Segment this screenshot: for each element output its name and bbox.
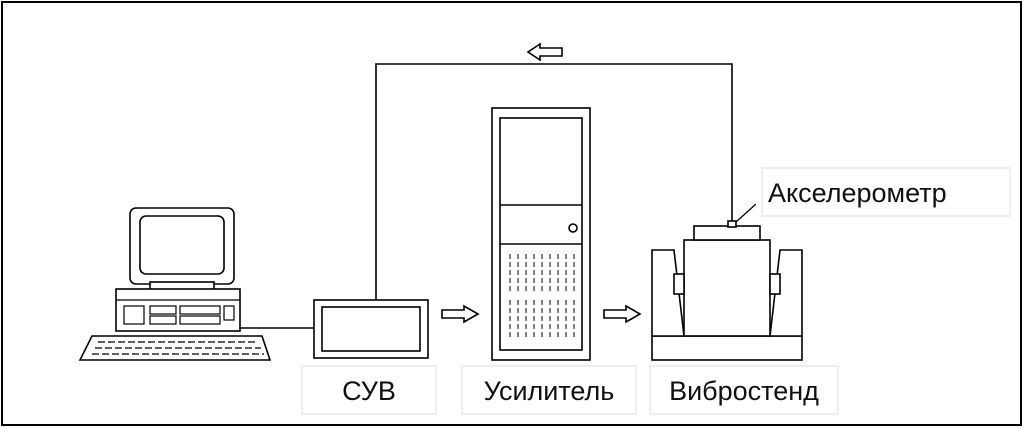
feedback-line xyxy=(375,63,733,300)
controller-label-text: СУВ xyxy=(342,376,396,406)
shaker-label: Вибростенд xyxy=(649,365,839,415)
accelerometer-leader-line xyxy=(735,203,757,223)
amplifier-label: Усилитель xyxy=(461,365,637,415)
accelerometer-icon xyxy=(727,220,737,228)
amplifier-vents xyxy=(509,254,575,340)
shaker-label-text: Вибростенд xyxy=(669,376,819,406)
arrow-right-icon xyxy=(603,304,642,324)
accelerometer-label: Акселерометр xyxy=(761,167,1011,217)
arrow-right-icon xyxy=(441,304,480,324)
controller-icon xyxy=(313,299,429,359)
computer-icon xyxy=(115,207,241,332)
keyboard-icon xyxy=(78,335,272,361)
amplifier-rack-icon xyxy=(491,107,591,361)
shaker-icon xyxy=(651,225,803,361)
arrow-left-icon xyxy=(526,42,563,62)
controller-label: СУВ xyxy=(301,365,437,415)
amplifier-label-text: Усилитель xyxy=(484,376,615,406)
accelerometer-label-text: Акселерометр xyxy=(768,178,947,208)
